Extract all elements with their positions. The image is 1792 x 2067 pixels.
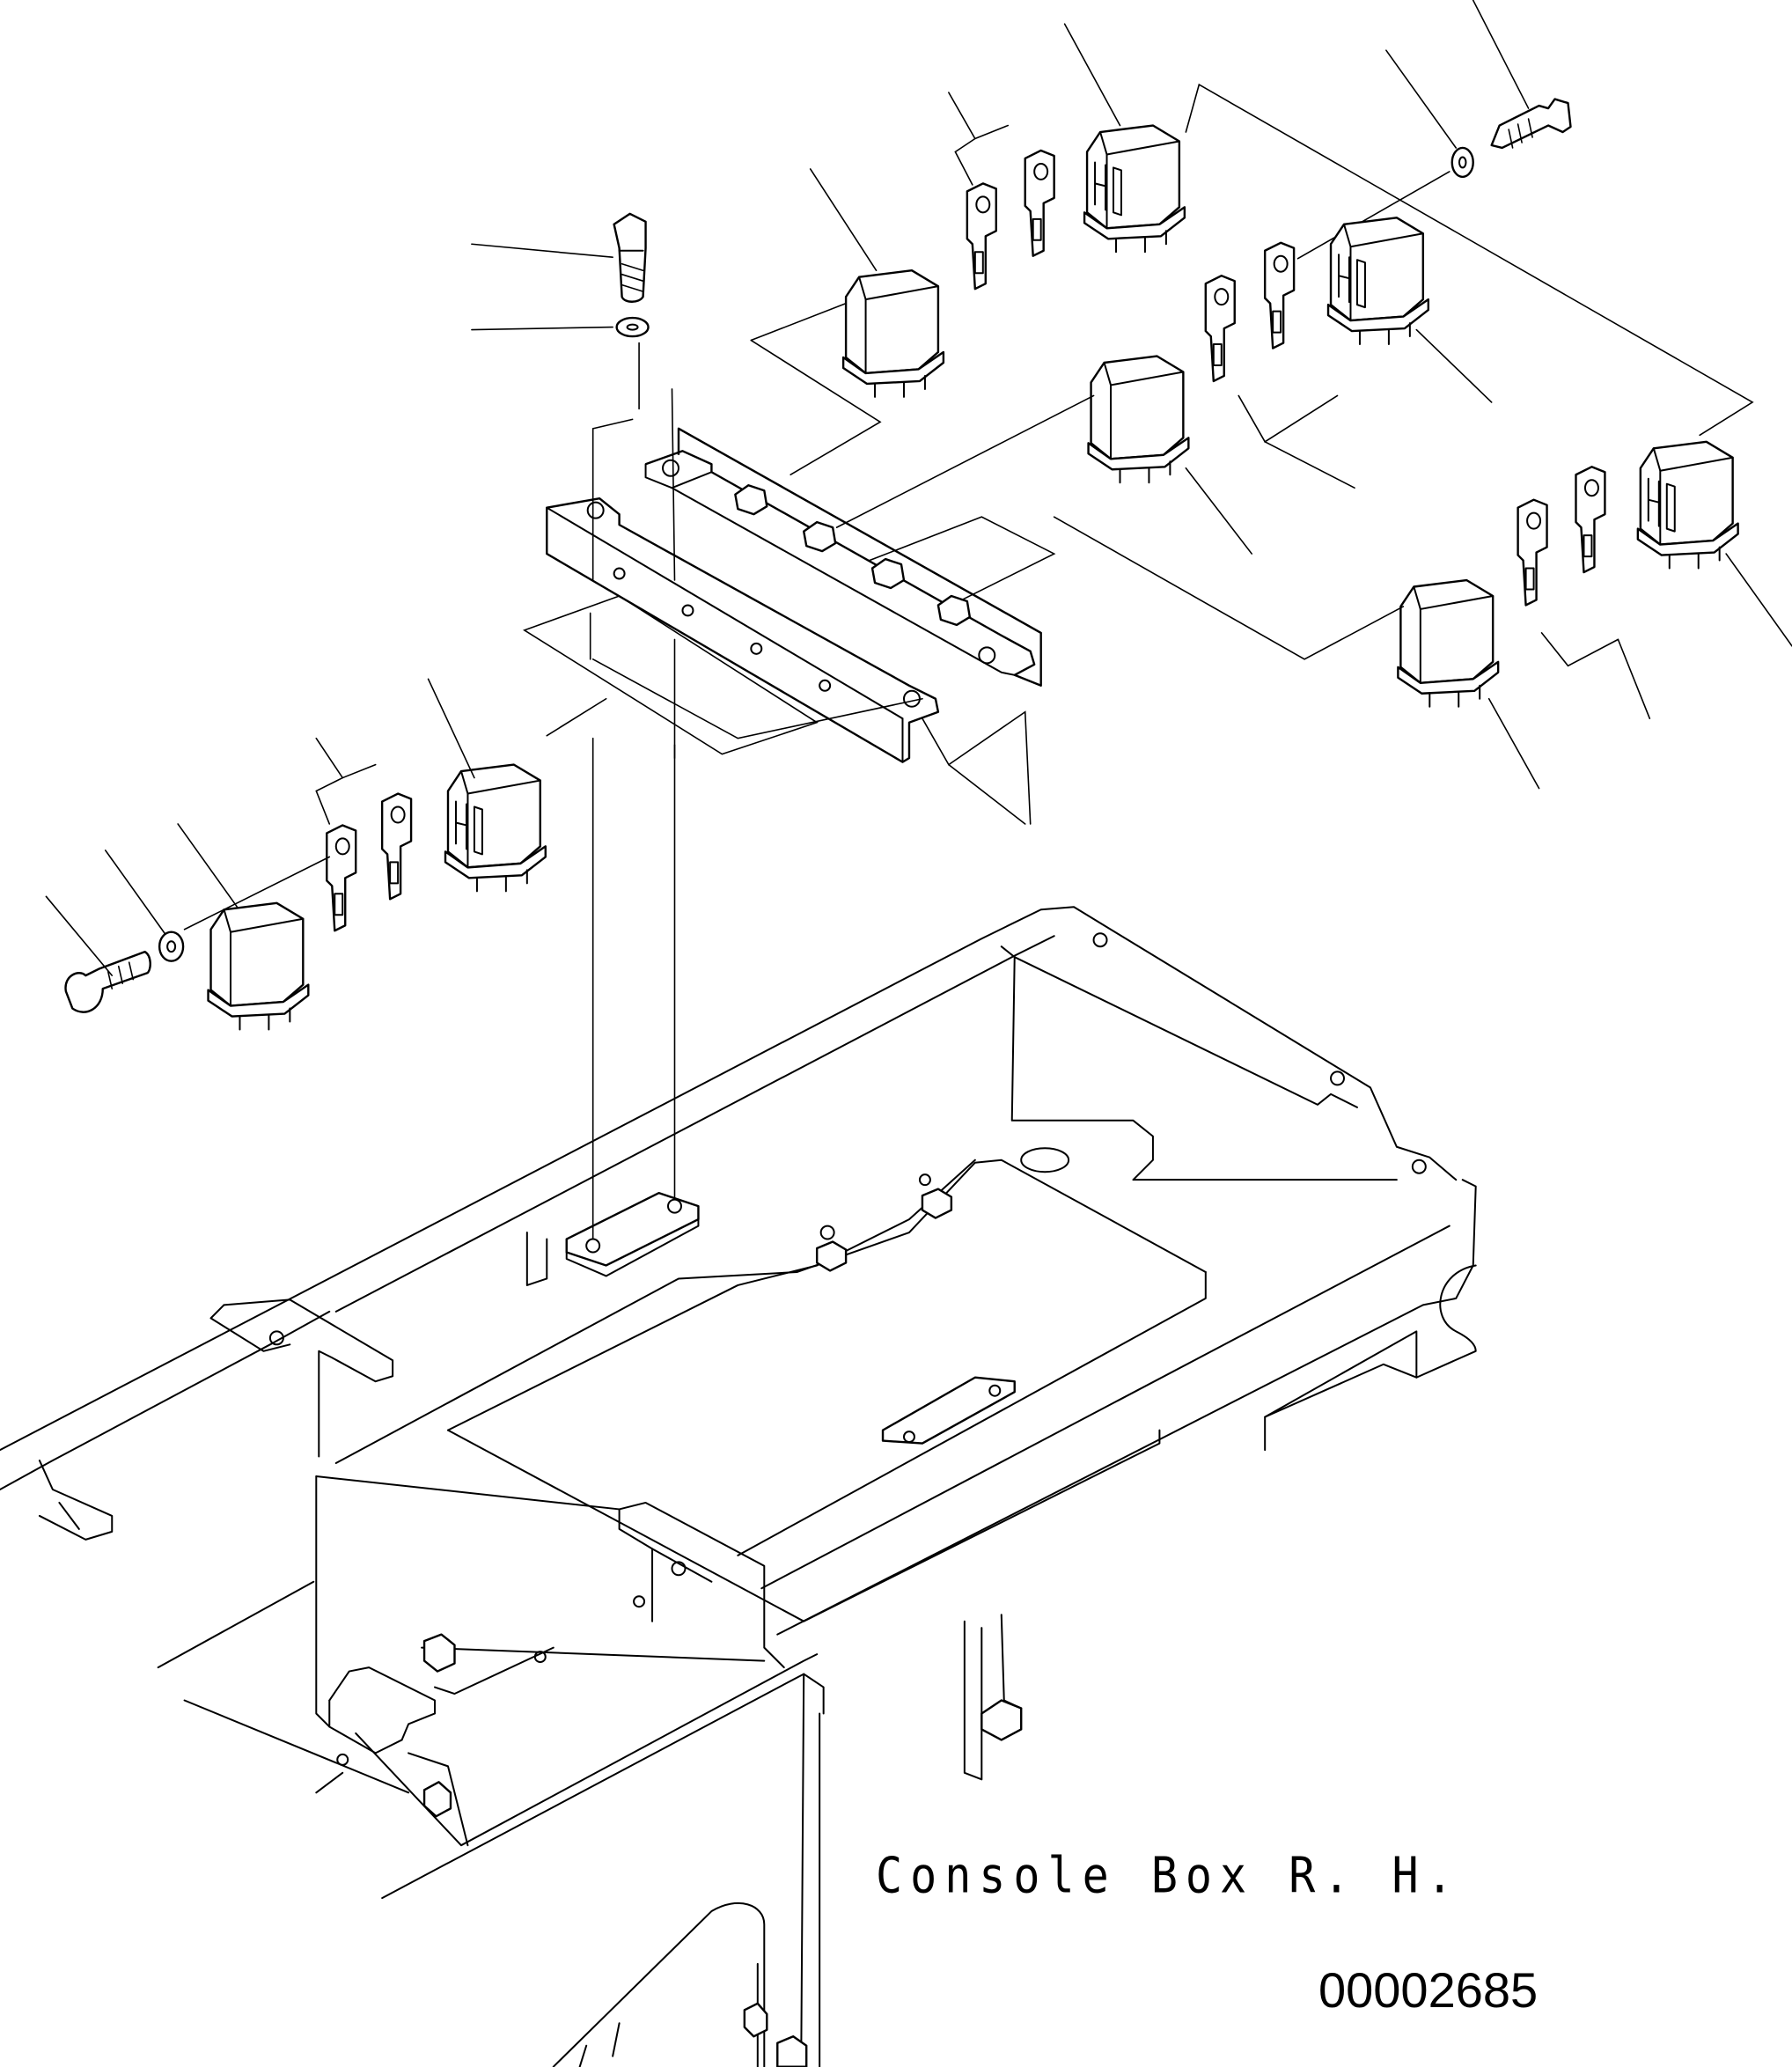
drawing-number: 00002685 — [1318, 1962, 1539, 2018]
caption-console-box: Console Box R. H. — [876, 1847, 1461, 1904]
relay-group-left — [178, 679, 1031, 1032]
relay-group-upper-left — [751, 24, 1752, 474]
console-box-frame — [0, 907, 1476, 2066]
bracket-leader — [593, 659, 922, 739]
center-bolt-and-washer — [472, 214, 649, 336]
relay-group-right-lower — [870, 442, 1792, 789]
relay-group-right-upper — [837, 217, 1492, 554]
relay-mounting-bracket — [525, 343, 1041, 1239]
left-bolt-and-washer — [46, 850, 183, 1012]
right-bolt-and-washer — [1298, 0, 1571, 258]
